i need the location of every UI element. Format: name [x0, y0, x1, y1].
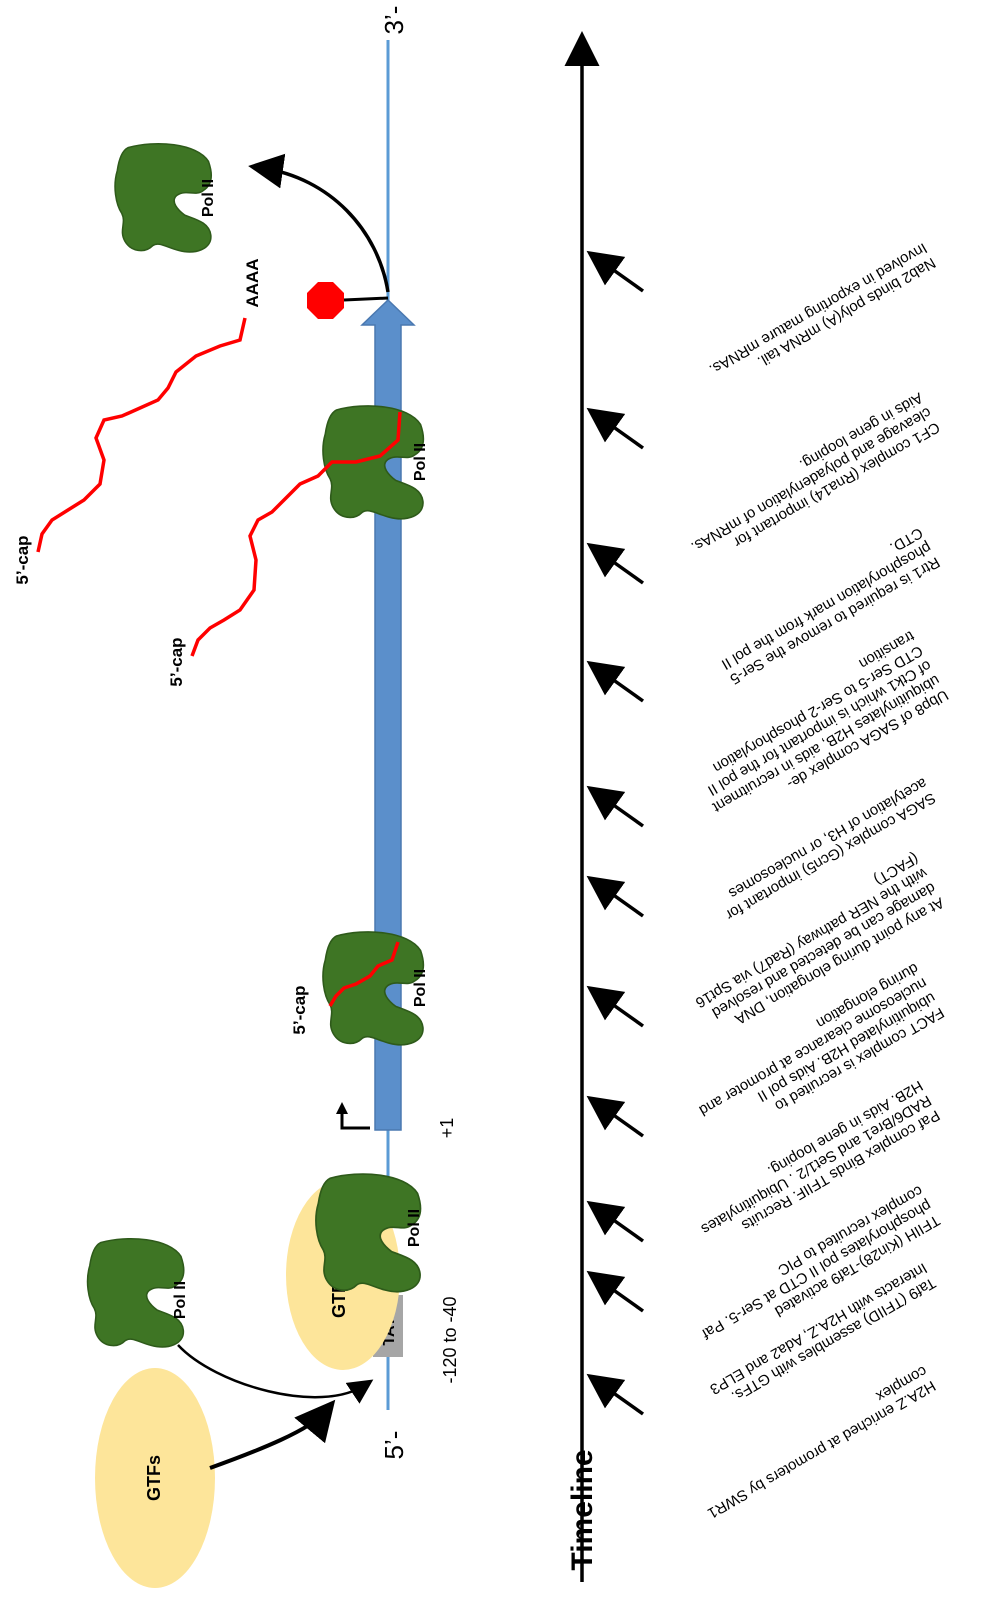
timeline-event-arrow	[598, 669, 643, 701]
pol-ii-early: Pol II	[323, 932, 429, 1045]
five-prime-label: 5’-	[379, 1431, 409, 1460]
gtfs-free-label: GTFs	[144, 1455, 164, 1501]
timeline-events: H2A.Z enriched at promoters by SWR1compl…	[598, 239, 951, 1521]
timeline-event-arrow	[598, 994, 643, 1026]
timeline-event-arrow	[598, 1104, 643, 1136]
release-arrow	[262, 168, 388, 292]
cap-late-label: 5’-cap	[167, 637, 186, 686]
timeline-event-arrow	[598, 1382, 643, 1414]
tss-label: +1	[437, 1118, 457, 1139]
gtfs-recruit-arrow	[210, 1412, 325, 1468]
pol-ii-pic-label: Pol II	[406, 1209, 423, 1247]
stop-sign-post	[344, 298, 388, 300]
three-prime-label: 3’-	[379, 6, 409, 35]
mrna-mature	[38, 318, 245, 552]
timeline-event-arrow	[598, 259, 643, 291]
pol-ii-late-label: Pol II	[412, 443, 429, 481]
timeline-event-line: cleavage and polyadenylation of mRNAs.	[688, 404, 934, 556]
timeline-title: Timeline	[566, 1449, 599, 1570]
cap-mature-label: 5’-cap	[13, 535, 32, 584]
timeline-event-line: Nab2 binds poly(A) mRNA tail.	[754, 254, 938, 370]
pol-ii-released: Pol II	[115, 144, 217, 252]
tss-arrow	[342, 1112, 370, 1128]
stop-sign	[307, 282, 344, 319]
pol-ii-free-label: Pol II	[172, 1281, 189, 1319]
timeline-event-line: Involved in exporting mature mRNAs.	[706, 239, 930, 378]
polya-label: AAAA	[243, 258, 262, 307]
timeline-event-text: Nab2 binds poly(A) mRNA tail.Involved in…	[706, 239, 938, 393]
pol-ii-free: Pol II	[88, 1239, 189, 1347]
timeline-event-arrow	[598, 1279, 643, 1311]
timeline-event-arrow	[598, 794, 643, 826]
pol-ii-pic: Pol II	[316, 1174, 423, 1292]
promoter-range-label: -120 to -40	[440, 1296, 460, 1383]
timeline-event-arrow	[598, 551, 643, 583]
timeline-event-arrow	[598, 1209, 643, 1241]
timeline-event-arrow	[598, 884, 643, 916]
pol-ii-early-label: Pol II	[412, 969, 429, 1007]
timeline-event-arrow	[598, 416, 643, 448]
cap-early-label: 5’-cap	[290, 985, 309, 1034]
pol-ii-released-label: Pol II	[200, 179, 217, 217]
